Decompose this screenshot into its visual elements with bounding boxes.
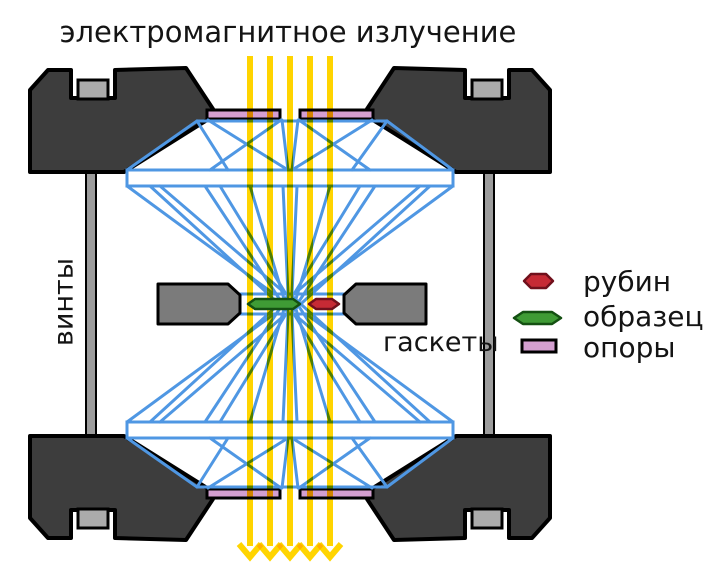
gaskets-label: гаскеты <box>383 327 499 358</box>
support-top-left <box>205 108 282 121</box>
screw-head-bottom-left <box>76 507 110 530</box>
legend-support-swatch <box>520 338 558 354</box>
legend-ruby-label: рубин <box>583 265 671 298</box>
anvil-bottom-right <box>365 434 552 542</box>
support-bottom-right <box>298 487 375 500</box>
sample <box>246 297 302 311</box>
screw-head-bottom-right <box>470 507 504 530</box>
diamond-supports <box>205 108 375 500</box>
ray-arrowhead <box>236 542 264 562</box>
legend-sample-swatch <box>512 310 563 326</box>
legend: рубин образец опоры <box>512 265 704 364</box>
gasket-right <box>342 282 428 326</box>
ray-arrowhead <box>256 542 284 562</box>
anvil-top-left <box>28 66 215 174</box>
support-bottom-left <box>205 487 282 500</box>
screw-head-top-left <box>76 78 110 101</box>
screw-head-top-right <box>470 78 504 101</box>
gaskets <box>156 282 428 326</box>
ray-arrowhead <box>296 542 324 562</box>
ruby <box>307 297 341 311</box>
legend-ruby-swatch <box>522 272 555 290</box>
screw-rod-left <box>85 169 97 439</box>
ray-arrowhead <box>316 542 344 562</box>
anvil-bodies <box>28 66 552 542</box>
support-top-right <box>298 108 375 121</box>
legend-support-label: опоры <box>583 331 675 364</box>
screws-label: винты <box>48 258 79 346</box>
gasket-left <box>156 282 242 326</box>
anvil-bottom-left <box>28 434 215 542</box>
anvil-top-right <box>365 66 552 174</box>
title-radiation-label: электромагнитное излучение <box>60 15 517 49</box>
ray-arrowhead <box>276 542 304 562</box>
legend-sample-label: образец <box>583 300 704 333</box>
screw-rod-right <box>483 169 495 439</box>
